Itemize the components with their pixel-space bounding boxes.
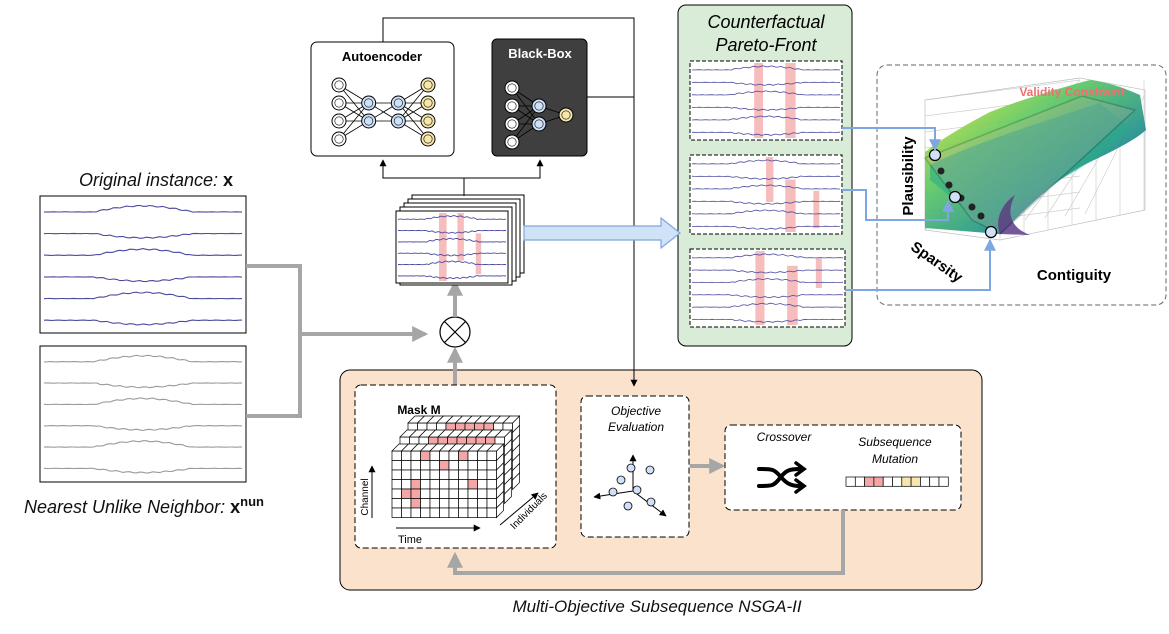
shuffle-icon xyxy=(757,461,807,494)
black-box-title: Black-Box xyxy=(508,46,572,61)
arrow-autoencoder-to-objective xyxy=(382,17,638,387)
pareto-front-title-1: Counterfactual xyxy=(707,12,825,32)
arrow-to-autoencoder xyxy=(379,159,465,196)
time-label: Time xyxy=(398,534,422,546)
individuals-axis xyxy=(499,492,539,526)
black-box-network-icon xyxy=(504,80,574,150)
nun-series xyxy=(43,354,243,474)
nun-box xyxy=(39,345,247,483)
flow-original-to-combine xyxy=(246,264,429,342)
objective-title-1: Objective xyxy=(611,404,661,418)
pareto-front-title-2: Pareto-Front xyxy=(715,35,817,55)
original-series xyxy=(43,204,243,326)
candidate-stack xyxy=(395,194,525,286)
original-instance-label: Original instance: x xyxy=(79,170,233,190)
validity-region xyxy=(923,95,1137,235)
flow-nun-to-combine xyxy=(246,334,302,418)
combine-operator xyxy=(439,316,471,348)
arrow-to-pareto-front xyxy=(523,216,681,250)
autoencoder-title: Autoencoder xyxy=(342,49,422,64)
arrow-pareto-3-to-plot xyxy=(845,238,996,291)
channel-label: Channel xyxy=(360,478,371,515)
mask-cube xyxy=(391,415,521,519)
arrow-pareto-2-to-plot xyxy=(842,189,954,221)
mask-title: Mask M xyxy=(397,403,440,417)
objective-scatter-icon xyxy=(593,454,667,517)
objective-title-2: Evaluation xyxy=(608,420,664,434)
mutation-label-1: Subsequence xyxy=(858,435,932,449)
mutation-label-2: Mutation xyxy=(872,452,918,466)
plausibility-label: Plausibility xyxy=(900,136,917,216)
nsga-title: Multi-Objective Subsequence NSGA-II xyxy=(512,597,801,616)
crossover-label: Crossover xyxy=(757,430,813,444)
autoencoder-network-icon xyxy=(331,77,436,147)
nun-label: Nearest Unlike Neighbor: xnun xyxy=(24,494,264,517)
validity-constraint-label: Validity Constraint xyxy=(1019,85,1124,99)
objective-space-plot xyxy=(923,77,1146,241)
contiguity-label: Contiguity xyxy=(1037,267,1112,284)
arrow-pareto-1-to-plot xyxy=(842,127,941,152)
pareto-candidate-1 xyxy=(689,60,843,141)
original-instance-box xyxy=(39,195,247,334)
mutation-bar xyxy=(845,476,949,487)
arrow-to-black-box xyxy=(464,159,544,179)
flow-loop-back xyxy=(447,510,845,575)
